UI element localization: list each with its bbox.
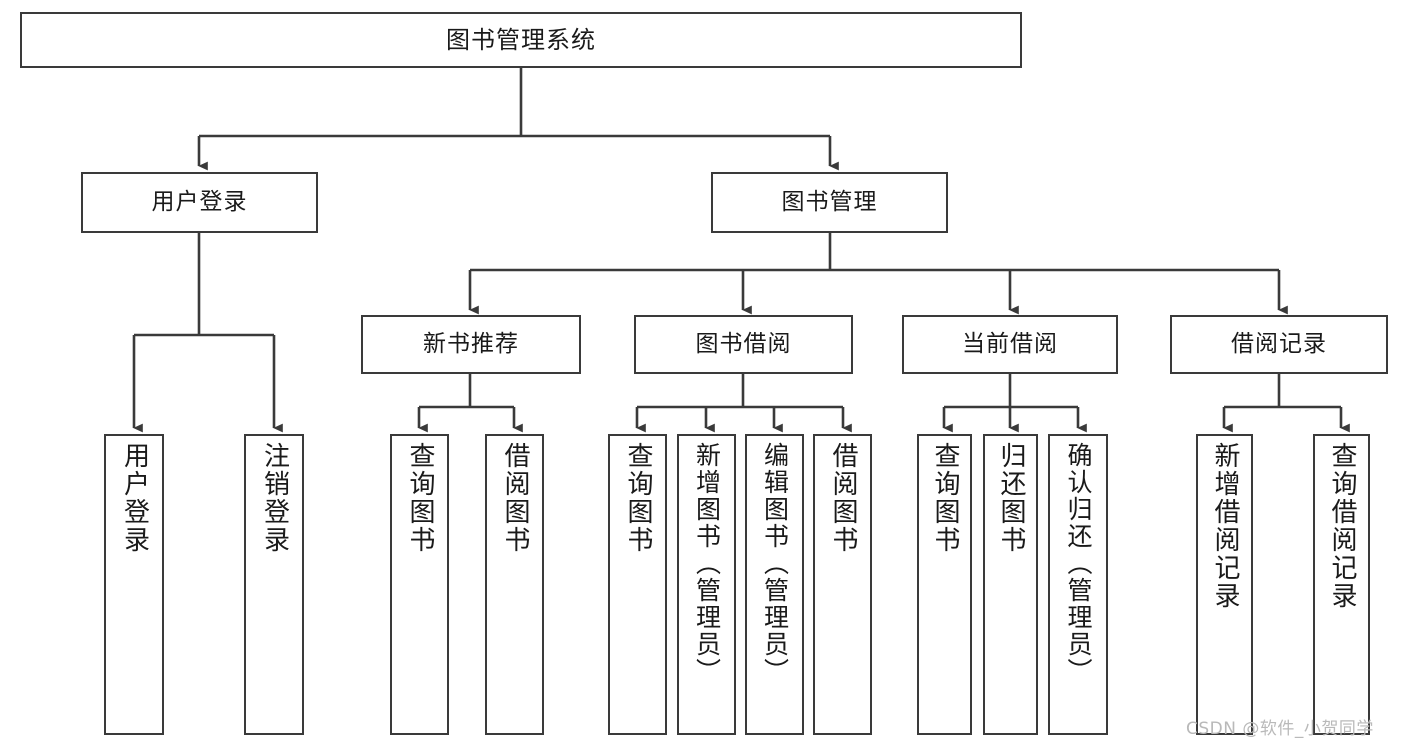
node-label: 借阅记录 <box>1231 330 1327 357</box>
node-label: 用户登录 <box>119 442 150 554</box>
node-label: 编辑图书（管理员） <box>760 442 790 685</box>
leaf-book-borrow-edit[interactable]: 编辑图书（管理员） <box>745 434 804 735</box>
node-label: 查询图书 <box>405 442 436 554</box>
leaf-current-borrow-confirm-return[interactable]: 确认归还（管理员） <box>1048 434 1108 735</box>
node-label: 注销登录 <box>259 442 290 554</box>
leaf-current-borrow-query[interactable]: 查询图书 <box>917 434 972 735</box>
leaf-user-login-logout[interactable]: 注销登录 <box>244 434 304 735</box>
node-label: 新书推荐 <box>423 330 519 357</box>
leaf-current-borrow-return[interactable]: 归还图书 <box>983 434 1038 735</box>
node-book-borrow[interactable]: 图书借阅 <box>634 315 853 374</box>
leaf-new-book-borrow[interactable]: 借阅图书 <box>485 434 544 735</box>
node-borrow-records[interactable]: 借阅记录 <box>1170 315 1388 374</box>
node-book-management[interactable]: 图书管理 <box>711 172 948 233</box>
node-label: 当前借阅 <box>962 330 1058 357</box>
node-label: 图书借阅 <box>695 330 792 357</box>
node-label: 图书管理系统 <box>446 25 596 54</box>
node-book-management-system[interactable]: 图书管理系统 <box>20 12 1022 68</box>
node-user-login[interactable]: 用户登录 <box>81 172 318 233</box>
leaf-borrow-records-add[interactable]: 新增借阅记录 <box>1196 434 1253 735</box>
node-label: 查询图书 <box>930 442 961 554</box>
node-current-borrow[interactable]: 当前借阅 <box>902 315 1118 374</box>
leaf-book-borrow-add[interactable]: 新增图书（管理员） <box>677 434 736 735</box>
node-label: 新增图书（管理员） <box>692 442 722 685</box>
csdn-watermark: CSDN @软件_小贺同学 <box>1186 719 1374 739</box>
node-new-book-recommend[interactable]: 新书推荐 <box>361 315 581 374</box>
node-label: 借阅图书 <box>828 442 859 554</box>
node-label: 查询图书 <box>623 442 654 554</box>
leaf-user-login-login[interactable]: 用户登录 <box>104 434 164 735</box>
node-label: 新增借阅记录 <box>1210 442 1241 610</box>
node-label: 借阅图书 <box>500 442 531 554</box>
node-label: 用户登录 <box>151 188 248 215</box>
node-label: 确认归还（管理员） <box>1064 442 1093 685</box>
node-label: 图书管理 <box>781 188 878 215</box>
node-label: 归还图书 <box>996 442 1027 554</box>
leaf-borrow-records-query[interactable]: 查询借阅记录 <box>1313 434 1370 735</box>
leaf-new-book-query[interactable]: 查询图书 <box>390 434 449 735</box>
leaf-book-borrow-borrow[interactable]: 借阅图书 <box>813 434 872 735</box>
leaf-book-borrow-query[interactable]: 查询图书 <box>608 434 667 735</box>
node-label: 查询借阅记录 <box>1327 442 1358 610</box>
